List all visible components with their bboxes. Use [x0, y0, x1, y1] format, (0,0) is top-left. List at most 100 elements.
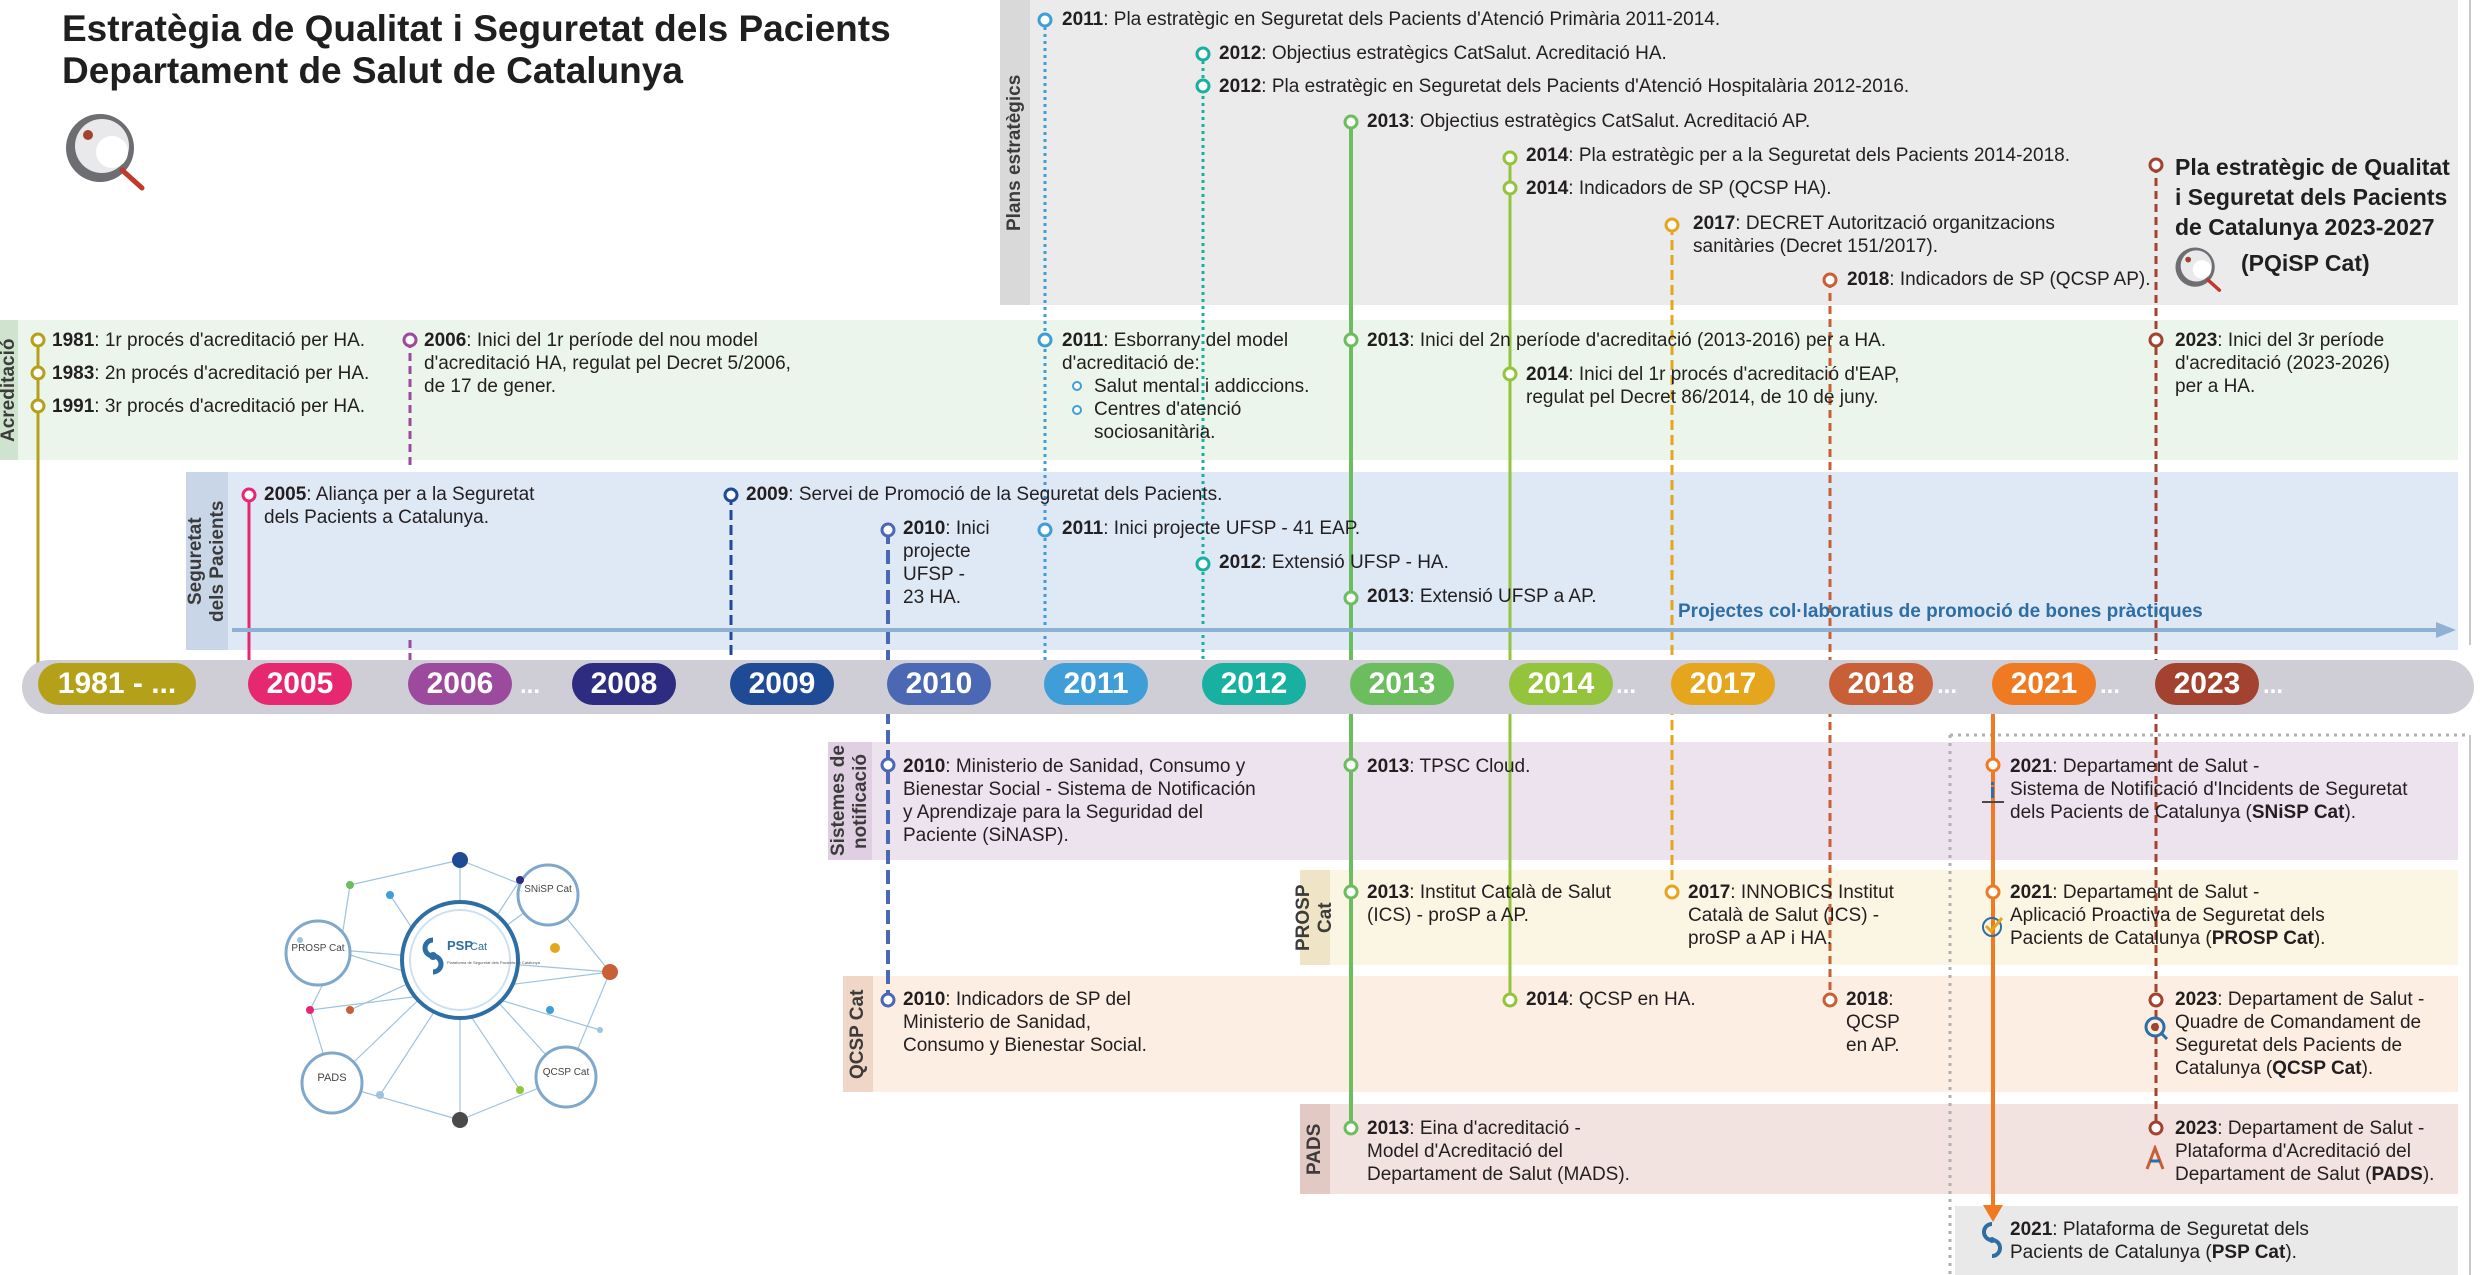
year-pill-2023: 2023 [2155, 663, 2259, 705]
ellipsis-2021: ... [2100, 672, 2121, 699]
plans-band [1000, 0, 2458, 305]
prosp-2013: 2013: Institut Català de Salut(ICS) - pr… [1367, 882, 1612, 926]
year-pill-2009: 2009 [730, 663, 834, 705]
seg-arrow-label: Projectes col·laboratius de promoció de … [1678, 601, 2203, 622]
plans-event-2012-a: 2012: Objectius estratègics CatSalut. Ac… [1219, 43, 1667, 64]
year-pill-2005: 2005 [248, 663, 352, 705]
seguretat-band [186, 472, 2458, 650]
plans-event-2018: 2018: Indicadors de SP (QCSP AP). [1847, 269, 2151, 290]
plans-event-2017: 2017: DECRET Autorització organitzacions… [1693, 213, 2055, 257]
acred-1991: 1991: 3r procés d'acreditació per HA. [52, 396, 366, 417]
qcsp-2023: 2023: Departament de Salut -Quadre de Co… [2175, 989, 2425, 1079]
info-icon [1982, 782, 2004, 803]
sistemes-band-label-bg [828, 742, 872, 860]
year-pill-2011: 2011 [1044, 663, 1148, 705]
sistemes-label-line1: Sistemes de [828, 745, 849, 857]
psp-logo-icon [1982, 1222, 2002, 1258]
year-pill-2008: 2008 [572, 663, 676, 705]
pads-band-label-bg [1300, 1104, 1330, 1194]
seg-2011: 2011: Inici projecte UFSP - 41 EAP. [1062, 518, 1361, 539]
network-center-caption: Plataforma de Seguretat dels Pacients de… [447, 960, 541, 965]
sistemes-label-line2: notificació [850, 753, 871, 849]
seguretat-band-label: Seguretat dels Pacients [185, 472, 228, 650]
pads-band [1300, 1104, 2458, 1194]
year-pill-2010: 2010 [887, 663, 991, 705]
sist-2013: 2013: TPSC Cloud. [1367, 756, 1531, 777]
year-pill-1981: 1981 - ... [38, 663, 196, 705]
year-pill-2018: 2018 [1829, 663, 1933, 705]
acred-1981: 1981: 1r procés d'acreditació per HA. [52, 330, 366, 351]
psp-band [1955, 1206, 2458, 1275]
year-pill-2006: 2006 [408, 663, 512, 705]
pqisp-line2: i Seguretat dels Pacients [2175, 184, 2448, 210]
acreditacio-band-label: Acreditació [0, 338, 18, 442]
year-pill-2017: 2017 [1671, 663, 1775, 705]
seguretat-band-label-bg [186, 472, 228, 650]
network-center-sub: Cat [470, 941, 487, 953]
ellipsis-2014: ... [1616, 672, 1637, 699]
pads-icon [2145, 1145, 2165, 1170]
network-center-title: PSP [447, 938, 473, 953]
year-pill-2014: 2014 [1509, 663, 1613, 705]
seg-2013: 2013: Extensió UFSP a AP. [1367, 586, 1597, 607]
sistemes-band [828, 742, 2458, 860]
acred-2014: 2014: Inici del 1r procés d'acreditació … [1526, 364, 1900, 408]
check-icon [1982, 917, 2004, 937]
year-pill-2021: 2021 [1992, 663, 2096, 705]
pads-2013: 2013: Eina d'acreditació -Model d'Acredi… [1367, 1118, 1630, 1185]
acred-1983: 1983: 2n procés d'acreditació per HA. [52, 363, 370, 384]
prosp-2021: 2021: Departament de Salut -Aplicació Pr… [2010, 882, 2326, 949]
plans-band-label-bg [1000, 0, 1030, 305]
pqisp-line3: de Catalunya 2023-2027 [2175, 214, 2435, 240]
gauge-icon [2144, 1016, 2169, 1041]
prosp-band [1300, 870, 2458, 965]
qcsp-band [843, 976, 2458, 1092]
seguretat-label-line1: Seguretat [185, 517, 206, 605]
plans-event-2014-a: 2014: Pla estratègic per a la Seguretat … [1526, 145, 2070, 166]
acred-2011-item1: Salut mental i addiccions. [1094, 376, 1310, 397]
qcsp-2014: 2014: QCSP en HA. [1526, 989, 1696, 1010]
pads-2023: 2023: Departament de Salut -Plataforma d… [2175, 1118, 2435, 1185]
plans-event-2012-b: 2012: Pla estratègic en Seguretat dels P… [1219, 76, 1910, 97]
title-line-2: Departament de Salut de Catalunya [62, 50, 683, 91]
network-node-prosp: PROSP Cat [291, 943, 344, 954]
qcsp-band-label: QCSP Cat [847, 989, 868, 1079]
plans-event-2011: 2011: Pla estratègic en Seguretat dels P… [1062, 9, 1721, 30]
plans-band-label: Plans estratègics [1004, 74, 1025, 231]
page-title: Estratègia de Qualitat i Seguretat dels … [62, 8, 891, 92]
network-node-snisp: SNiSP Cat [524, 884, 572, 895]
year-pill-2012: 2012 [1202, 663, 1306, 705]
year-pill-2013: 2013 [1350, 663, 1454, 705]
pads-band-label: PADS [1304, 1123, 1325, 1175]
title-line-1: Estratègia de Qualitat i Seguretat dels … [62, 8, 891, 49]
prosp-band-label: PROSP Cat [1293, 884, 1336, 951]
pqisp-line4: (PQiSP Cat) [2241, 250, 2370, 276]
pqisp-title: Pla estratègic de Qualitat i Seguretat d… [2175, 152, 2450, 278]
seg-2012: 2012: Extensió UFSP - HA. [1219, 552, 1449, 573]
network-diagram: PSP Cat Plataforma de Seguretat dels Pac… [284, 852, 618, 1128]
network-node-qcsp: QCSP Cat [543, 1067, 590, 1078]
prosp-band-label-bg [1300, 870, 1330, 965]
ellipsis-2006: ... [520, 672, 541, 699]
plans-event-2013: 2013: Objectius estratègics CatSalut. Ac… [1367, 111, 1811, 132]
plans-event-2014-b: 2014: Indicadors de SP (QCSP HA). [1526, 178, 1832, 199]
network-node-pads: PADS [317, 1072, 346, 1084]
magnifier-icon [66, 114, 145, 191]
ellipsis-2023: ... [2263, 672, 2284, 699]
sistemes-band-label: Sistemes de notificació [828, 742, 872, 860]
acred-2006: 2006: Inici del 1r període del nou model… [424, 330, 791, 397]
pqisp-magnifier-icon [2175, 247, 2222, 292]
seg-2009: 2009: Servei de Promoció de la Seguretat… [746, 484, 1223, 505]
qcsp-band-label-bg [843, 976, 873, 1092]
seguretat-label-line2: dels Pacients [207, 500, 228, 622]
